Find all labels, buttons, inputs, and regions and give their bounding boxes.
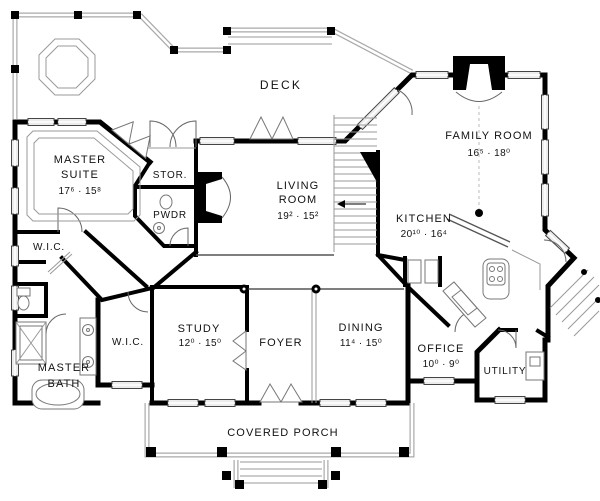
study-door-icon <box>232 329 247 371</box>
living-room-label-2: ROOM <box>279 194 318 206</box>
covered-porch-label: COVERED PORCH <box>227 427 338 439</box>
family-room-label: FAMILY ROOM <box>445 130 532 142</box>
back-door-arc <box>543 239 567 263</box>
office-label: OFFICE <box>418 343 465 355</box>
kitchen-dims: 20¹⁰ · 16⁴ <box>401 229 448 240</box>
powder-door-arc <box>169 227 189 247</box>
foyer-label: FOYER <box>259 337 302 349</box>
deck-door-arc <box>169 120 197 148</box>
master-door-arc <box>57 207 83 233</box>
deck-steps <box>228 36 332 45</box>
french-door-deck-icon <box>249 115 294 140</box>
toilet-door-arc <box>45 313 67 335</box>
master-bath-label-2: BATH <box>48 378 81 390</box>
bathtub <box>31 379 85 410</box>
wic-lower-label: W.I.C. <box>112 337 144 348</box>
foyer-columns <box>239 284 321 294</box>
office-dims: 10⁰ · 9⁰ <box>423 359 460 370</box>
stair-newel <box>360 152 378 184</box>
master-suite-label-1: MASTER <box>54 154 106 166</box>
dining-label: DINING <box>338 322 383 334</box>
master-bath-label-1: MASTER <box>38 362 90 374</box>
powder-label: PWDR <box>153 210 187 221</box>
room-labels: DECK FAMILY ROOM 16⁵ · 18⁰ MASTER SUITE … <box>33 78 532 439</box>
study-dims: 12⁰ · 15⁰ <box>179 338 222 349</box>
utility-label: UTILITY <box>484 366 527 377</box>
utility-door-arc <box>497 329 517 349</box>
closet-bifold <box>47 251 73 275</box>
nook-door-arc <box>397 89 413 116</box>
spa-octagon <box>38 38 96 96</box>
doors <box>45 89 567 403</box>
master-suite-dims: 17⁶ · 15⁸ <box>58 186 101 197</box>
washer <box>525 351 545 381</box>
tray-ceiling <box>26 130 141 222</box>
windows <box>11 71 571 407</box>
living-room-label-1: LIVING <box>277 180 320 192</box>
toilet <box>16 287 31 311</box>
living-room-media-fireplace <box>194 172 231 223</box>
wic-door-arc <box>127 291 149 313</box>
study-label: STUDY <box>178 323 221 335</box>
pantry-cabinets <box>407 259 439 284</box>
cased-openings <box>145 147 404 403</box>
exterior-walls <box>12 72 578 406</box>
kitchen-island-cooktop <box>442 213 541 328</box>
staircase <box>333 115 378 252</box>
french-door-master-icon <box>111 120 151 160</box>
wic-upper-label: W.I.C. <box>33 242 65 253</box>
deck-label: DECK <box>260 78 302 92</box>
porch-steps <box>222 460 340 489</box>
covered-porch <box>144 403 415 489</box>
kitchen-label: KITCHEN <box>396 213 452 225</box>
deck-door-arc <box>149 120 177 148</box>
deck-railing <box>11 11 414 119</box>
living-room-dims: 19² · 15² <box>277 211 319 222</box>
back-entry-steps <box>549 269 600 337</box>
vanity-sinks <box>79 317 97 376</box>
dining-dims: 11⁴ · 15⁰ <box>340 338 382 349</box>
shower <box>15 321 47 365</box>
front-door-icon <box>259 383 303 403</box>
storage-label: STOR. <box>153 170 187 181</box>
powder-fixtures <box>153 194 173 234</box>
family-room-fireplace <box>453 56 505 217</box>
master-suite-label-2: SUITE <box>61 169 99 181</box>
family-room-dims: 16⁵ · 18⁰ <box>468 148 511 159</box>
